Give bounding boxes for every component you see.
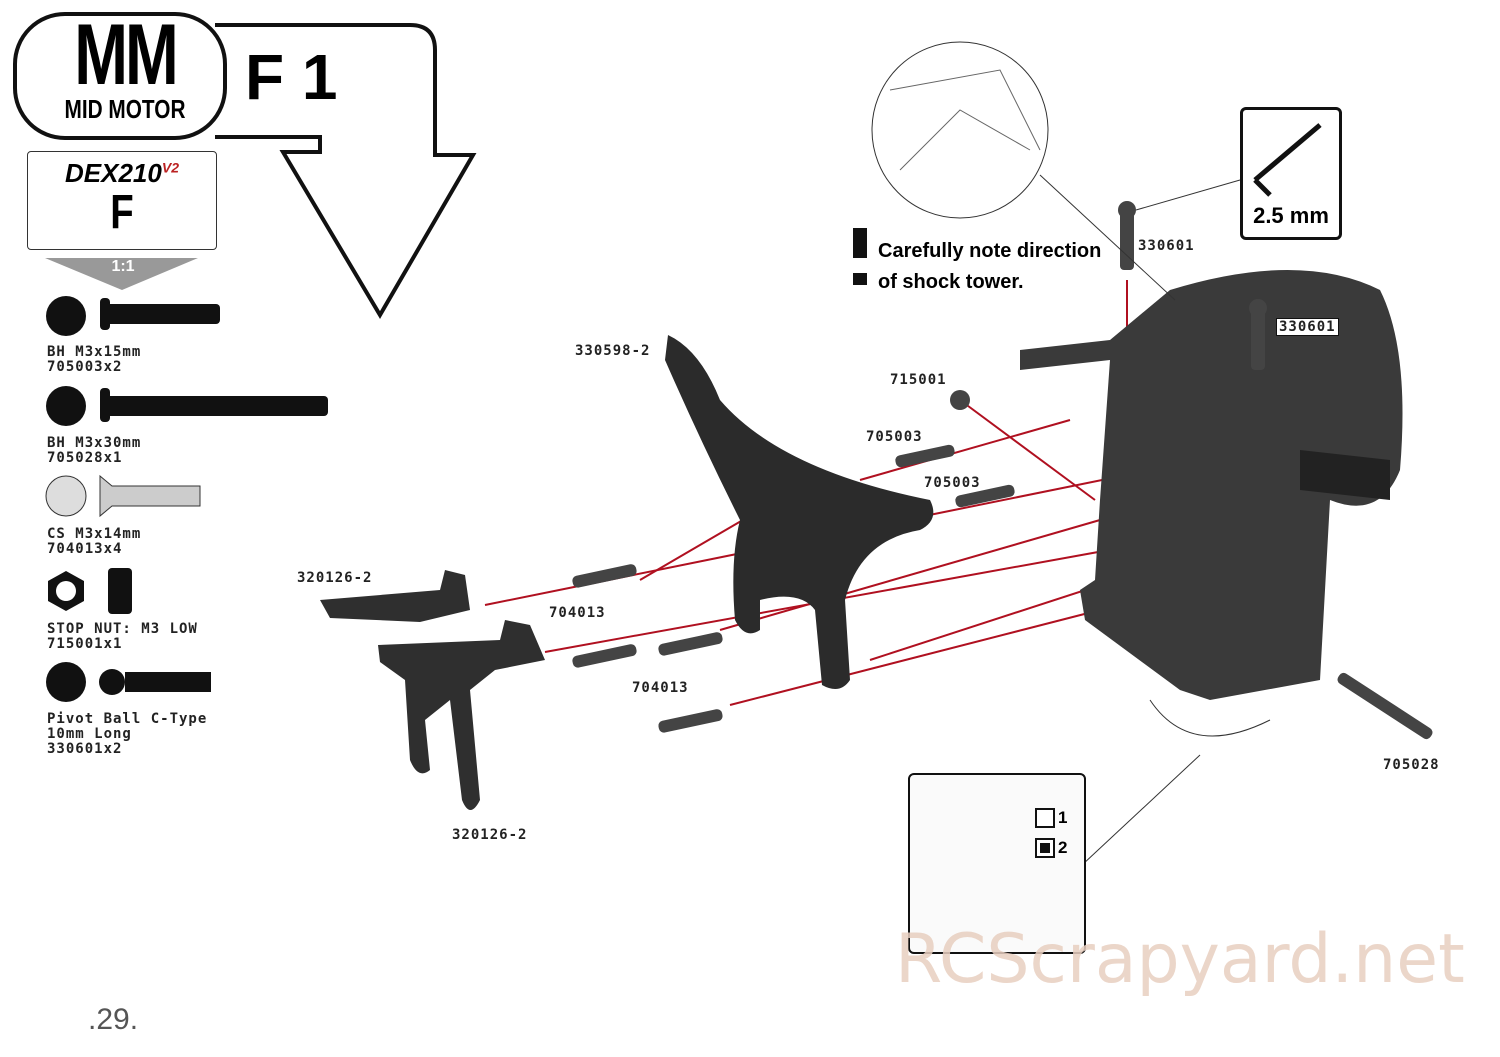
bag-letter: F — [110, 186, 134, 239]
scale-arrow — [45, 258, 198, 290]
hex-key-icon — [1253, 123, 1322, 197]
label-arm: 320126-2 — [297, 570, 373, 586]
label-705003: 705003 — [866, 429, 923, 445]
option-box-filled — [1035, 838, 1055, 858]
label-704013: 704013 — [549, 605, 606, 621]
bag-box: DEX210V2 F — [27, 151, 217, 250]
label-shock-tower: 330598-2 — [575, 343, 651, 359]
label-704013: 704013 — [632, 680, 689, 696]
label-arm: 320126-2 — [452, 827, 528, 843]
warning-icon — [853, 228, 867, 258]
tool-size: 2.5 mm — [1253, 203, 1329, 228]
page-number: .29. — [88, 1003, 139, 1036]
scale-indicator: 1:1 — [48, 258, 198, 288]
brand-subtitle: MID MOTOR — [64, 94, 186, 124]
brand-title: MM — [74, 7, 178, 103]
tool-box: 2.5 mm — [1240, 107, 1342, 240]
detail-inset: 1 2 — [908, 773, 1086, 954]
option-2: 2 — [1058, 838, 1068, 857]
model-logo: DEX210V2 — [65, 158, 179, 188]
option-1: 1 — [1058, 808, 1068, 827]
watermark: RCScrapyard.net — [895, 920, 1465, 999]
label-705003: 705003 — [924, 475, 981, 491]
brand-badge: MM MID MOTOR — [30, 12, 220, 125]
scale-label: 1:1 — [111, 258, 135, 275]
option-box-empty — [1035, 808, 1055, 828]
step-number: F 1 — [245, 41, 338, 113]
label-330601: 330601 — [1138, 238, 1195, 254]
label-stop-nut: 715001 — [890, 372, 947, 388]
label-330601: 330601 — [1276, 318, 1339, 336]
label-705028: 705028 — [1383, 757, 1440, 773]
